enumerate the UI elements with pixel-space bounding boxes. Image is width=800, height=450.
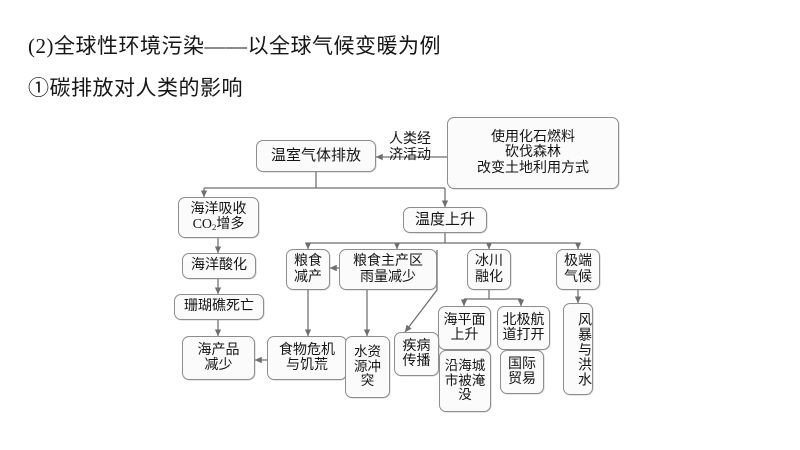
node-glacier-melt-label: 冰川 融化 [475, 254, 503, 285]
node-emission-causes-label: 使用化石燃料 砍伐森林 改变土地利用方式 [477, 130, 589, 176]
node-coastal-city-flooded-label: 沿海城 市被淹 没 [444, 358, 486, 403]
edge-label-human-economic-activity: 人类经 济活动 [389, 132, 431, 163]
node-grain-reduction-label: 粮食 减产 [294, 254, 322, 285]
node-sea-level-rise-label: 海平面 上升 [443, 312, 486, 343]
node-coastal-city-flooded[interactable]: 沿海城 市被淹 没 [439, 350, 491, 412]
node-ocean-absorb-co2[interactable]: 海洋吸收 CO2增多 [178, 197, 259, 238]
subsection-heading-carbon-impact: ①碳排放对人类的影响 [28, 76, 243, 100]
node-extreme-climate[interactable]: 极端 气候 [556, 249, 600, 290]
node-coral-reef-death[interactable]: 珊瑚礁死亡 [174, 294, 264, 320]
node-temperature-rise-label: 温度上升 [414, 211, 475, 228]
node-coral-reef-death-label: 珊瑚礁死亡 [184, 299, 254, 315]
node-international-trade-label: 国际 贸易 [508, 356, 536, 387]
node-glacier-melt[interactable]: 冰川 融化 [467, 249, 511, 290]
node-storm-and-flood[interactable]: 风暴与洪水 [563, 303, 593, 395]
node-disease-spread[interactable]: 疾病 传播 [394, 332, 439, 376]
node-temperature-rise[interactable]: 温度上升 [403, 207, 487, 233]
node-water-resource-conflict[interactable]: 水资 源冲 突 [345, 336, 390, 398]
node-arctic-shipping-route-label: 北极航 道打开 [502, 312, 545, 343]
node-ocean-absorb-co2-label: 海洋吸收 CO2增多 [190, 202, 247, 233]
section-heading-global-pollution: (2)全球性环境污染——以全球气候变暖为例 [28, 34, 441, 58]
node-arctic-shipping-route[interactable]: 北极航 道打开 [497, 306, 550, 350]
node-water-resource-conflict-label: 水资 源冲 突 [354, 344, 381, 389]
node-ghg-emission[interactable]: 温室气体排放 [256, 140, 376, 172]
node-seafood-decrease[interactable]: 海产品 减少 [182, 336, 255, 380]
node-international-trade[interactable]: 国际 贸易 [500, 350, 544, 394]
node-rain-decrease-label: 粮食主产区 雨量减少 [353, 254, 423, 285]
node-food-crisis-famine[interactable]: 食物危机 与饥荒 [267, 336, 347, 380]
node-food-crisis-famine-label: 食物危机 与饥荒 [279, 342, 335, 373]
node-ghg-emission-label: 温室气体排放 [270, 147, 361, 164]
node-ocean-acidification-label: 海洋酸化 [191, 258, 247, 274]
node-grain-reduction[interactable]: 粮食 减产 [286, 249, 330, 290]
node-sea-level-rise[interactable]: 海平面 上升 [438, 306, 491, 350]
node-storm-and-flood-label: 风暴与洪水 [576, 311, 591, 387]
node-ocean-acidification[interactable]: 海洋酸化 [182, 253, 256, 279]
node-extreme-climate-label: 极端 气候 [564, 254, 592, 285]
node-rain-decrease[interactable]: 粮食主产区 雨量减少 [339, 249, 437, 290]
node-disease-spread-label: 疾病 传播 [402, 338, 431, 369]
node-emission-causes[interactable]: 使用化石燃料 砍伐森林 改变土地利用方式 [447, 117, 619, 189]
node-seafood-decrease-label: 海产品 减少 [197, 342, 240, 373]
